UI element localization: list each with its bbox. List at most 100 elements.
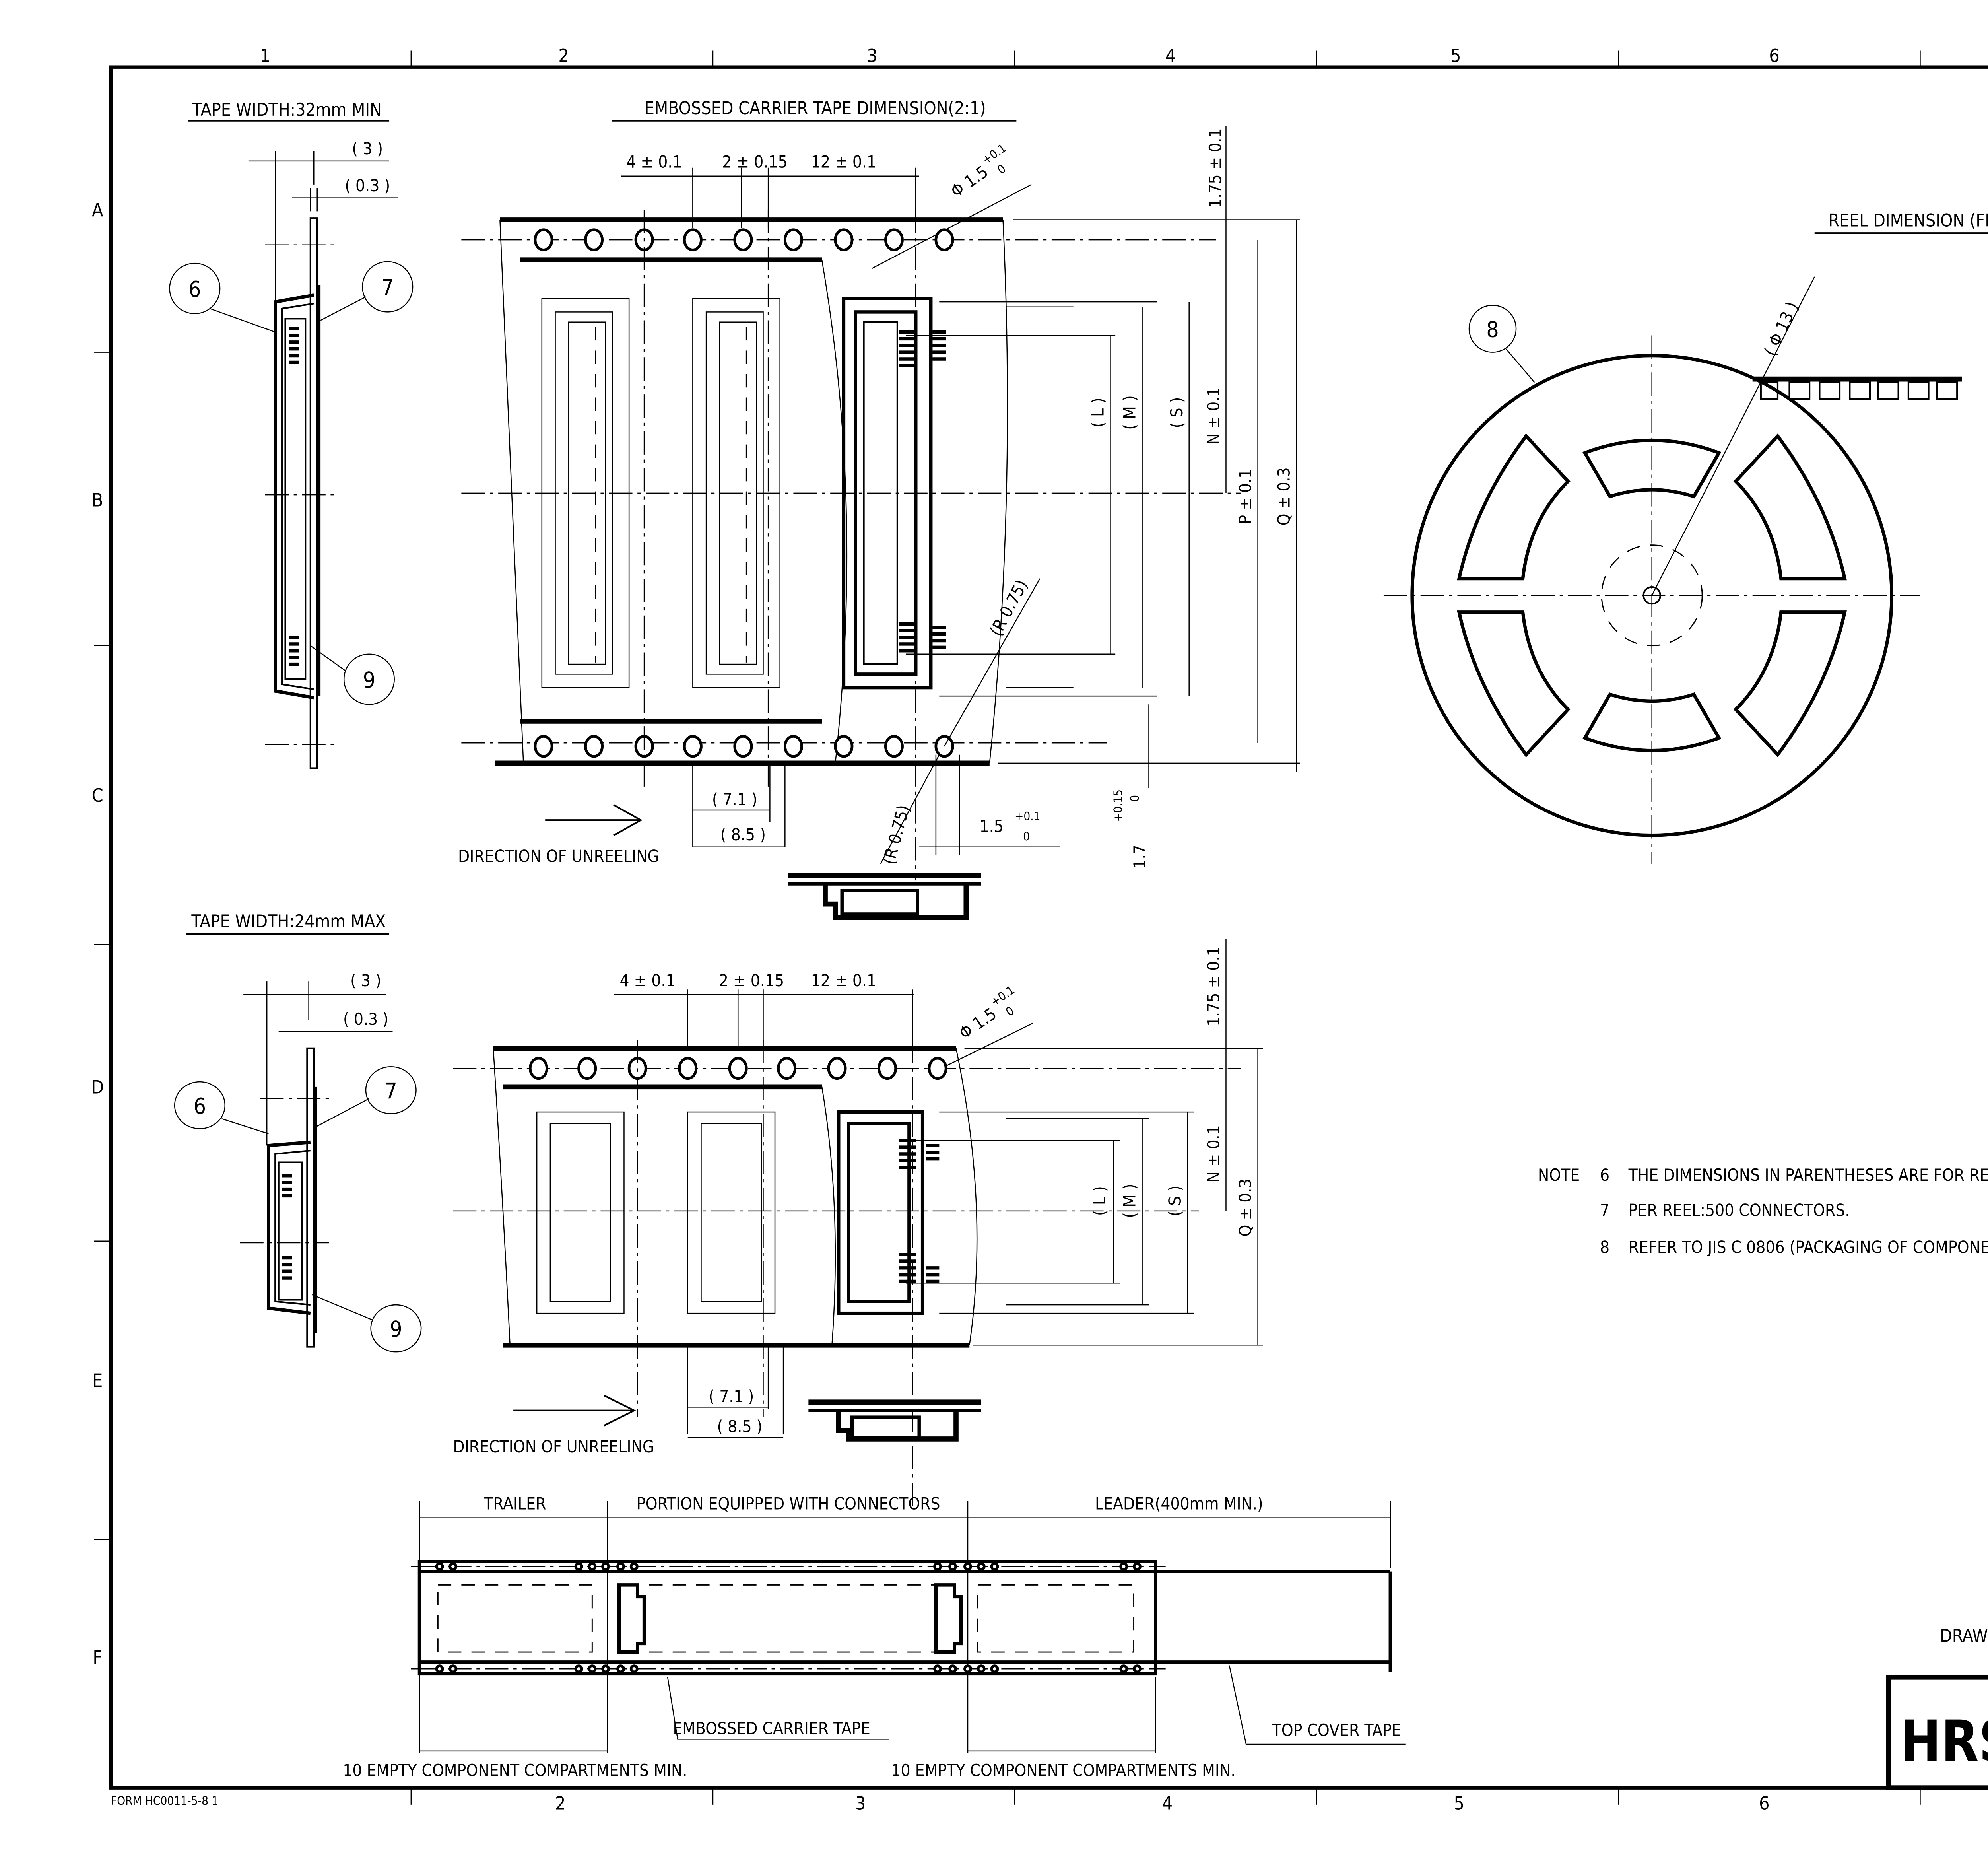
svg-text:12 ± 0.1: 12 ± 0.1 [811,152,876,172]
hrs-logo: HRS [1900,1708,1988,1774]
svg-text:2 ± 0.15: 2 ± 0.15 [719,971,784,990]
tape-layout-diagram: TRAILER PORTION EQUIPPED WITH CONNECTORS… [343,1494,1406,1780]
svg-text:2: 2 [558,45,569,66]
empty-compartments-left: 10 EMPTY COMPONENT COMPARTMENTS MIN. [343,1761,687,1780]
svg-text:+0.1: +0.1 [1015,809,1040,823]
svg-text:(R 0.75): (R 0.75) [986,577,1032,639]
svg-text:Φ 1.5: Φ 1.5 [955,1004,1000,1043]
svg-text:+0.1: +0.1 [980,141,1008,167]
svg-text:( S ): ( S ) [1167,397,1186,428]
form-number: FORM HC0011-5-8 1 [111,1794,218,1808]
portion-label: PORTION EQUIPPED WITH CONNECTORS [637,1494,940,1514]
notes-prefix: NOTE [1538,1165,1580,1185]
svg-text:Q ± 0.3: Q ± 0.3 [1236,1178,1255,1236]
column-labels-bottom: 2 3 4 5 6 7 8 [555,1792,1770,1814]
svg-text:N ± 0.1: N ± 0.1 [1204,1125,1223,1183]
callout-7 [362,261,414,313]
leader-label: LEADER(400mm MIN.) [1095,1494,1263,1514]
svg-text:(R 0.75): (R 0.75) [879,803,914,867]
svg-text:2: 2 [555,1792,566,1814]
svg-text:( 8.5 ): ( 8.5 ) [717,1417,762,1436]
svg-text:12 ± 0.1: 12 ± 0.1 [811,971,876,990]
svg-text:( 8.5 ): ( 8.5 ) [720,825,766,844]
svg-text:( 7.1 ): ( 7.1 ) [709,1387,754,1406]
svg-text:6: 6 [1769,45,1780,66]
svg-text:4 ± 0.1: 4 ± 0.1 [619,971,675,990]
svg-text:7: 7 [1600,1201,1609,1220]
svg-text:A: A [92,199,103,221]
svg-text:7: 7 [385,1078,397,1104]
svg-text:0: 0 [995,162,1008,177]
embossed-title: EMBOSSED CARRIER TAPE DIMENSION(2:1) [645,98,986,119]
svg-text:( 3 ): ( 3 ) [352,139,383,158]
direction-of-unreeling-label: DIRECTION OF UNREELING [458,847,659,866]
notes: NOTE 6 THE DIMENSIONS IN PARENTHESES ARE… [1538,1165,1988,1257]
title-block: HRS DRAWING NO. EDC3-153887-07 PART NO. … [1885,1674,1988,1790]
svg-text:D: D [91,1077,104,1098]
svg-text:( M ): ( M ) [1120,395,1140,430]
svg-text:5: 5 [1450,45,1461,66]
embossed-tape-lower: 4 ± 0.1 2 ± 0.15 12 ± 0.1 Φ 1.5 +0.1 0 [453,939,1263,1510]
svg-text:( 0.3 ): ( 0.3 ) [345,176,390,195]
tape24-title: TAPE WIDTH:24mm MAX [191,912,386,932]
svg-text:1.5: 1.5 [980,816,1004,836]
svg-text:5: 5 [1454,1792,1464,1814]
svg-text:0: 0 [1003,1004,1016,1019]
svg-text:DIRECTION OF UNREELING: DIRECTION OF UNREELING [453,1437,654,1456]
svg-text:N ± 0.1: N ± 0.1 [1204,387,1223,445]
svg-text:P ± 0.1: P ± 0.1 [1236,469,1255,524]
svg-text:4 ± 0.1: 4 ± 0.1 [626,152,682,172]
trailer-label: TRAILER [483,1494,546,1514]
svg-text:( 7.1 ): ( 7.1 ) [712,789,757,809]
svg-text:6: 6 [188,276,201,302]
svg-text:( 0.3 ): ( 0.3 ) [343,1009,388,1029]
callout-9 [343,653,395,705]
svg-text:B: B [92,490,103,511]
row-labels-left: A B C D E F [91,199,104,1668]
svg-text:3: 3 [855,1792,866,1814]
svg-text:1.75 ± 0.1: 1.75 ± 0.1 [1204,947,1223,1026]
note-6: THE DIMENSIONS IN PARENTHESES ARE FOR RE… [1628,1165,1988,1185]
svg-text:Φ 1.5: Φ 1.5 [947,162,992,201]
svg-text:7: 7 [381,275,394,300]
svg-text:1.75 ± 0.1: 1.75 ± 0.1 [1206,128,1225,208]
note-8: REFER TO JIS C 0806 (PACKAGING OF COMPON… [1629,1237,1988,1257]
tape24-side-view: TAPE WIDTH:24mm MAX ( 3 ) ( 0.3 ) 6 7 9 [174,912,422,1353]
callout-6 [169,262,221,314]
svg-text:2 ± 0.15: 2 ± 0.15 [722,152,787,172]
svg-text:Q ± 0.3: Q ± 0.3 [1274,467,1294,525]
svg-text:+0.15: +0.15 [1111,789,1125,822]
svg-text:( L ): ( L ) [1090,1186,1109,1216]
svg-text:0: 0 [1128,795,1142,802]
note-7: PER REEL:500 CONNECTORS. [1629,1201,1850,1220]
svg-text:( L ): ( L ) [1088,398,1108,428]
svg-text:( M ): ( M ) [1120,1184,1140,1218]
svg-text:0: 0 [1023,830,1030,843]
sheet-frame [94,50,1988,1805]
svg-text:F: F [93,1647,102,1668]
svg-text:6: 6 [1600,1165,1609,1185]
svg-text:9: 9 [390,1316,402,1342]
svg-text:4: 4 [1162,1792,1173,1814]
svg-text:E: E [92,1370,103,1392]
tape32-side-view: TAPE WIDTH:32mm MIN ( 3 ) ( 0.3 ) 6 7 9 [169,100,414,769]
svg-text:1.7: 1.7 [1130,845,1149,869]
embossed-carrier-tape-label: EMBOSSED CARRIER TAPE [673,1719,870,1738]
reel-front-view: REEL DIMENSION (FREE) 8 ( Φ 13 ) [1383,210,1988,864]
hub-diameter: ( Φ 13 ) [1760,299,1802,359]
svg-text:9: 9 [363,667,375,693]
reel-callout-8: 8 [1486,317,1499,342]
svg-text:3: 3 [867,45,878,66]
column-labels-top: 1 2 3 4 5 6 7 8 [260,45,1780,66]
svg-text:6: 6 [194,1093,206,1119]
svg-text:8: 8 [1600,1237,1609,1257]
svg-text:4: 4 [1165,45,1176,66]
svg-text:1: 1 [260,45,271,66]
svg-text:+0.1: +0.1 [988,983,1017,1009]
reel-title: REEL DIMENSION (FREE) [1828,210,1988,231]
top-cover-tape-label: TOP COVER TAPE [1272,1720,1401,1740]
tape32-title: TAPE WIDTH:32mm MIN [192,100,382,120]
svg-text:( S ): ( S ) [1165,1186,1185,1217]
svg-text:( 3 ): ( 3 ) [350,971,381,990]
